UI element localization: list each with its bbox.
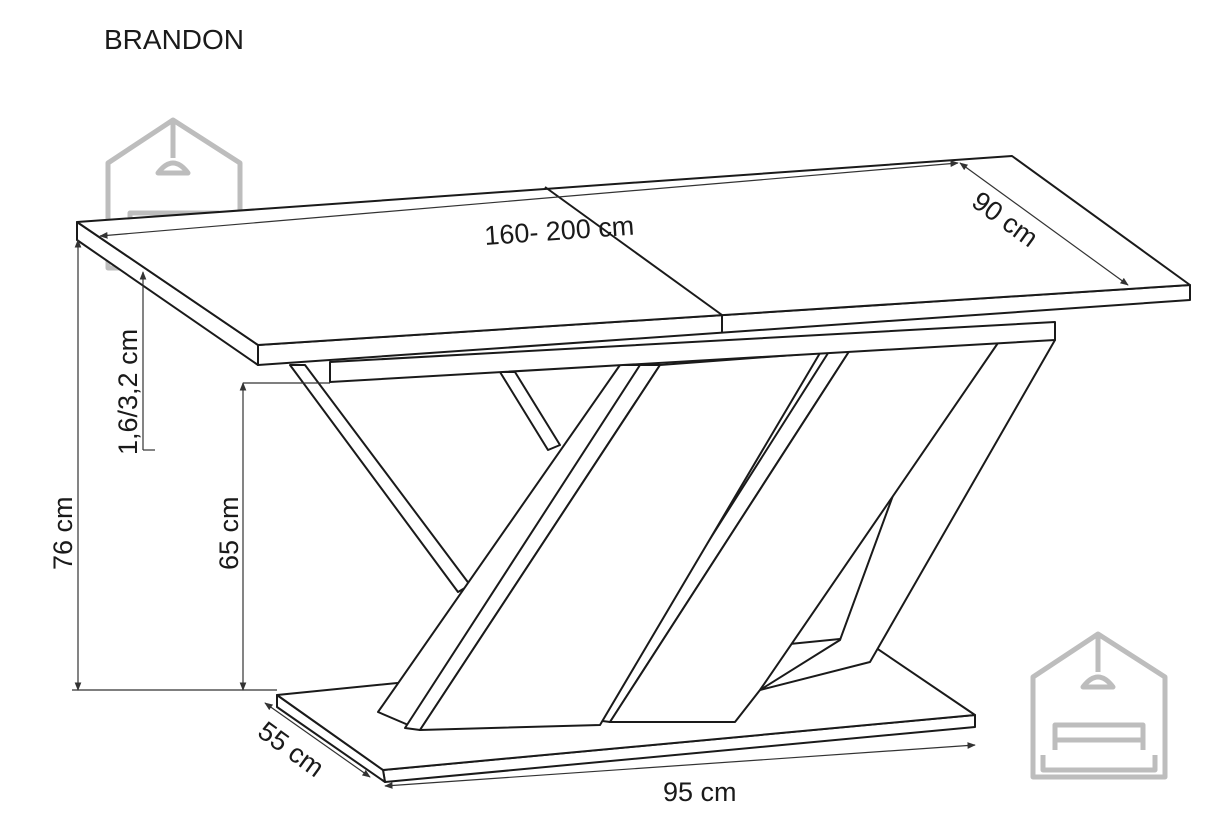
brand-logo-bottom-right [1030,631,1168,780]
leg-height-label: 65 cm [214,496,244,570]
top-thickness-label: 1,6/3,2 cm [113,329,143,455]
table-apron [329,321,1056,383]
base-width-label: 95 cm [663,777,737,807]
dimension-lines [72,160,1129,789]
total-height-label: 76 cm [48,496,78,570]
product-title: BRANDON [104,24,244,55]
table-legs [289,339,1056,731]
